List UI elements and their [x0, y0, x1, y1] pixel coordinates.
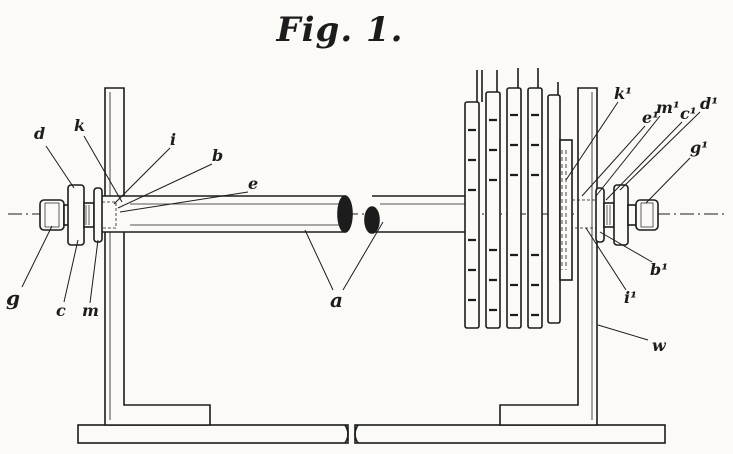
label-b1: b¹: [650, 260, 669, 279]
label-b: b: [212, 146, 224, 165]
leader-lines-right: [565, 101, 701, 341]
label-e: e: [248, 174, 259, 193]
label-g: g: [6, 286, 20, 310]
gear-disc-stack: [464, 68, 573, 329]
label-m: m: [82, 301, 99, 320]
label-e1: e¹: [642, 108, 660, 127]
label-g1: g¹: [690, 138, 709, 157]
label-i: i: [170, 130, 177, 149]
label-d1: d¹: [700, 94, 719, 113]
label-d: d: [34, 124, 46, 143]
leader-lines-left: [21, 135, 384, 304]
label-c: c: [56, 301, 66, 320]
figure-title: Fig. 1.: [276, 10, 404, 50]
shaft-left: [100, 195, 353, 233]
label-a: a: [330, 288, 343, 312]
left-bracket: [104, 87, 211, 426]
label-m1: m¹: [656, 98, 680, 117]
right-bracket-w: [499, 87, 598, 426]
label-k: k: [74, 116, 86, 135]
right-nut-assembly: [571, 184, 659, 246]
label-w: w: [652, 336, 666, 355]
base-plate-right: [354, 424, 666, 444]
label-k1: k¹: [614, 84, 633, 103]
base-plate-left: [77, 424, 349, 444]
label-c1: c¹: [680, 104, 697, 123]
left-nut-assembly: [39, 184, 117, 246]
shaft-right: [364, 195, 471, 234]
label-i1: i¹: [624, 288, 638, 307]
